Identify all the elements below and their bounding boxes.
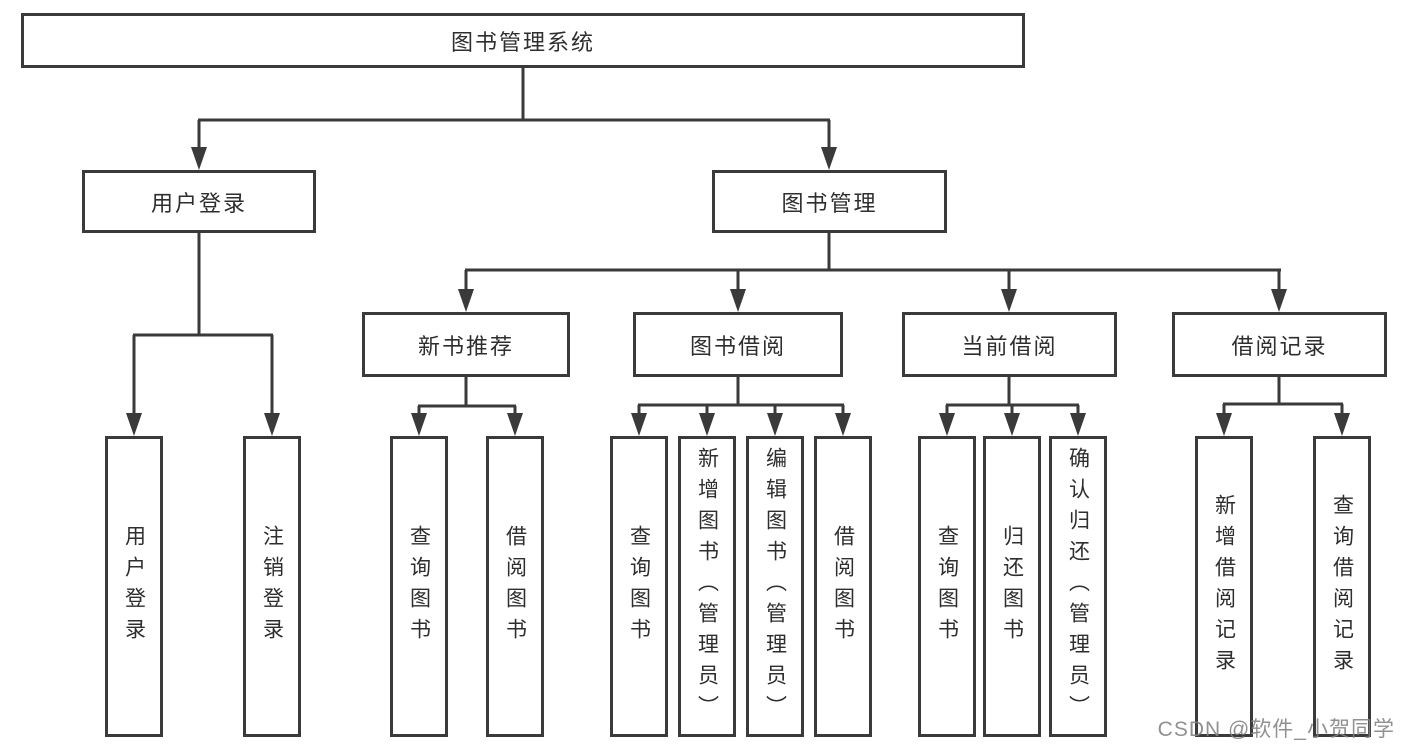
leaf-bb-edit-book-admin: 编辑图书（管理员） (746, 436, 804, 737)
branch-book-management-label: 图书管理 (781, 190, 878, 216)
leaf-br-query-record-label: 查询借阅记录 (1330, 493, 1354, 680)
section-new-book-recommend-label: 新书推荐 (417, 333, 514, 359)
csdn-watermark: CSDN @软件_小贺同学 (1157, 718, 1395, 741)
leaf-bb-add-book-admin: 新增图书（管理员） (678, 436, 736, 737)
section-new-book-recommend: 新书推荐 (362, 312, 570, 377)
section-book-borrow-label: 图书借阅 (689, 333, 786, 359)
section-borrow-records-label: 借阅记录 (1231, 333, 1328, 359)
leaf-br-query-record: 查询借阅记录 (1313, 436, 1371, 737)
root-node-library-system: 图书管理系统 (21, 13, 1025, 68)
section-borrow-records: 借阅记录 (1172, 312, 1387, 377)
leaf-user-login-label: 用户登录 (122, 524, 146, 649)
leaf-cb-return-book-label: 归还图书 (1000, 524, 1024, 649)
leaf-nbr-borrow-book: 借阅图书 (486, 436, 544, 737)
leaf-nbr-query-book: 查询图书 (390, 436, 448, 737)
root-node-label: 图书管理系统 (450, 29, 595, 55)
leaf-cb-return-book: 归还图书 (983, 436, 1041, 737)
branch-user-login: 用户登录 (82, 170, 316, 233)
leaf-bb-add-book-admin-label: 新增图书（管理员） (695, 447, 719, 726)
leaf-bb-borrow-book: 借阅图书 (814, 436, 872, 737)
leaf-logout-label: 注销登录 (260, 524, 284, 649)
leaf-nbr-borrow-book-label: 借阅图书 (503, 524, 527, 649)
section-current-borrow: 当前借阅 (902, 312, 1117, 377)
branch-book-management: 图书管理 (712, 170, 947, 233)
leaf-bb-borrow-book-label: 借阅图书 (831, 524, 855, 649)
leaf-nbr-query-book-label: 查询图书 (407, 524, 431, 649)
section-book-borrow: 图书借阅 (633, 312, 843, 377)
leaf-bb-query-book-label: 查询图书 (627, 524, 651, 649)
branch-user-login-label: 用户登录 (150, 190, 247, 216)
leaf-cb-confirm-return-admin: 确认归还（管理员） (1049, 436, 1107, 737)
section-current-borrow-label: 当前借阅 (961, 333, 1058, 359)
leaf-bb-edit-book-admin-label: 编辑图书（管理员） (763, 447, 787, 726)
leaf-cb-query-book-label: 查询图书 (935, 524, 959, 649)
leaf-br-add-record: 新增借阅记录 (1195, 436, 1253, 737)
leaf-user-login: 用户登录 (105, 436, 163, 737)
leaf-bb-query-book: 查询图书 (610, 436, 668, 737)
leaf-cb-confirm-return-admin-label: 确认归还（管理员） (1066, 447, 1090, 726)
leaf-cb-query-book: 查询图书 (918, 436, 976, 737)
leaf-br-add-record-label: 新增借阅记录 (1212, 493, 1236, 680)
leaf-logout: 注销登录 (243, 436, 301, 737)
